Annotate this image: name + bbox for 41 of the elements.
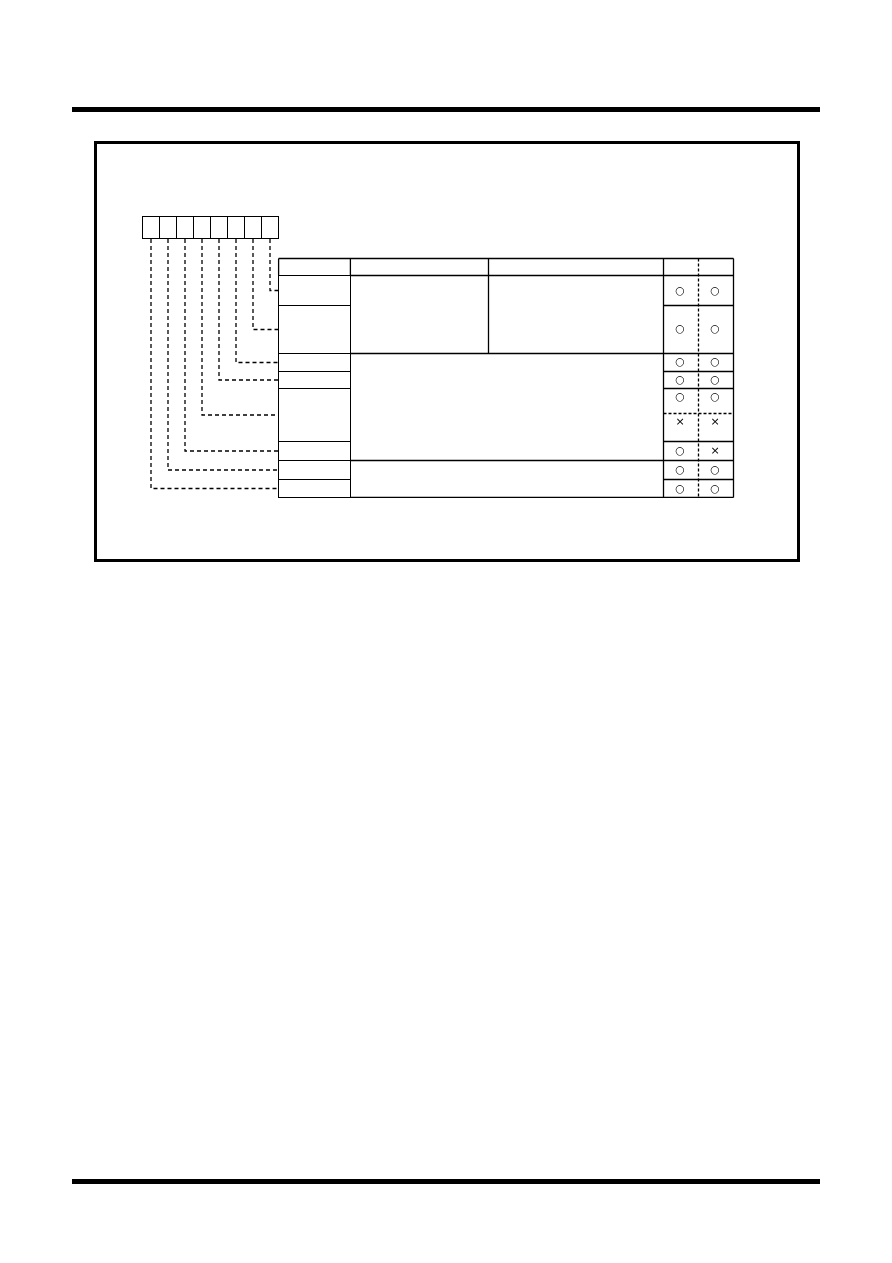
status-symbol: ○: [675, 322, 685, 334]
leader-line: [167, 238, 279, 471]
register-bit-box: [227, 216, 245, 239]
register-bit-box: [142, 216, 160, 239]
bit-name-cell: [278, 388, 351, 442]
status-symbol: ○: [675, 390, 685, 402]
bit-name-cell: [278, 460, 351, 480]
register-bit-box: [210, 216, 228, 239]
leader-line: [269, 238, 279, 292]
register-bit-box: [193, 216, 211, 239]
leader-line: [252, 238, 279, 331]
register-bit-box: [176, 216, 194, 239]
status-symbol: ○: [675, 355, 685, 367]
status-symbol: ○: [710, 355, 720, 367]
status-symbol: ○: [675, 284, 685, 296]
leader-line: [218, 238, 279, 381]
bit-name-cell: [278, 479, 351, 498]
bit-name-cell: [278, 353, 351, 372]
status-symbol: ×: [710, 444, 720, 456]
status-symbol: ○: [710, 284, 720, 296]
status-symbol: ○: [675, 482, 685, 494]
register-bit-box: [244, 216, 262, 239]
status-symbol: ○: [675, 373, 685, 385]
status-symbol: ○: [675, 444, 685, 456]
status-symbol: ○: [710, 390, 720, 402]
status-symbol: ○: [710, 482, 720, 494]
bit-name-cell: [278, 371, 351, 389]
status-symbol: ○: [710, 322, 720, 334]
leader-line: [235, 238, 279, 364]
bit-name-cell: [278, 305, 351, 354]
status-symbol: ○: [710, 373, 720, 385]
bit-name-cell: [278, 275, 351, 306]
register-bit-box: [261, 216, 279, 239]
status-symbol: ○: [675, 463, 685, 475]
status-symbol: ○: [710, 463, 720, 475]
status-symbol: ×: [710, 415, 720, 427]
leader-line: [184, 238, 279, 452]
leader-line: [150, 238, 279, 490]
bit-name-cell: [278, 441, 351, 461]
register-bit-box: [159, 216, 177, 239]
status-symbol: ×: [675, 415, 685, 427]
